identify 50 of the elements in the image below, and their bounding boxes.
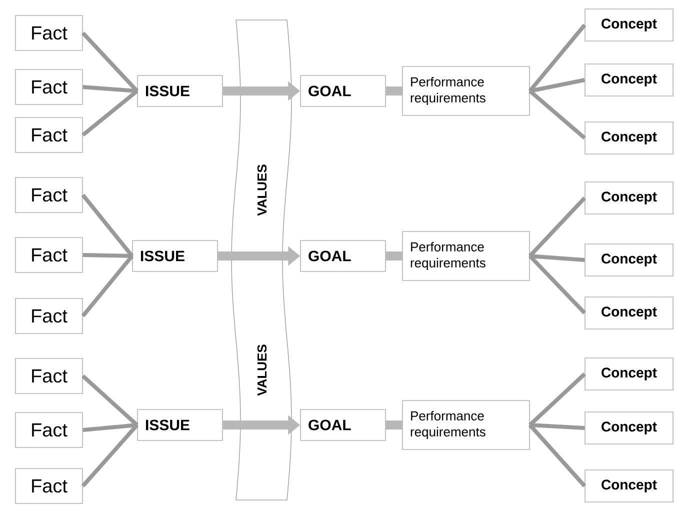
fact-box: Fact xyxy=(15,69,83,105)
requirements-box: Performance requirements xyxy=(402,66,530,116)
connector-line xyxy=(82,423,138,432)
connector-line xyxy=(386,86,402,96)
connector-line xyxy=(528,196,586,258)
connector-line xyxy=(82,374,138,426)
fact-box: Fact xyxy=(15,177,83,213)
concept-box: Concept xyxy=(584,470,674,502)
concept-box: Concept xyxy=(584,8,674,42)
requirements-box: Performance requirements xyxy=(402,400,530,450)
issue-box: ISSUE xyxy=(137,409,223,441)
fact-box: Fact xyxy=(15,117,83,153)
connector-line xyxy=(81,254,134,318)
connector-line xyxy=(528,89,586,140)
fact-box: Fact xyxy=(15,237,83,273)
connector-line xyxy=(82,253,132,258)
fact-box: Fact xyxy=(15,412,83,448)
concept-box: Concept xyxy=(584,358,674,390)
concept-box: Concept xyxy=(584,412,674,444)
connector-line xyxy=(386,252,402,260)
connector-line xyxy=(528,24,586,92)
fact-box: Fact xyxy=(15,468,83,504)
fact-box: Fact xyxy=(15,15,83,51)
connector-line xyxy=(528,254,586,314)
connector-line xyxy=(81,194,134,258)
concept-box: Concept xyxy=(584,64,674,96)
concept-box: Concept xyxy=(584,182,674,214)
issue-box: ISSUE xyxy=(132,240,218,272)
concept-box: Concept xyxy=(584,244,674,276)
goal-box: GOAL xyxy=(300,409,386,441)
connector-line xyxy=(528,372,586,426)
issue-box: ISSUE xyxy=(137,75,223,107)
connector-line xyxy=(530,254,585,262)
band-label: VALUES xyxy=(257,344,267,396)
band-label: VALUES xyxy=(257,164,267,216)
connector-line xyxy=(528,424,586,488)
concept-box: Concept xyxy=(584,122,674,154)
requirements-box: Performance requirements xyxy=(402,231,530,281)
connector-line xyxy=(81,424,139,488)
connector-line xyxy=(386,420,402,430)
connector-line xyxy=(82,85,138,93)
concept-box: Concept xyxy=(584,296,674,330)
connector-line xyxy=(81,32,139,92)
goal-box: GOAL xyxy=(300,240,386,272)
connector-line xyxy=(530,423,585,430)
goal-box: GOAL xyxy=(300,75,386,107)
connector-line xyxy=(82,89,138,137)
fact-box: Fact xyxy=(15,358,83,394)
connector-line xyxy=(530,78,585,93)
fact-box: Fact xyxy=(15,298,83,334)
